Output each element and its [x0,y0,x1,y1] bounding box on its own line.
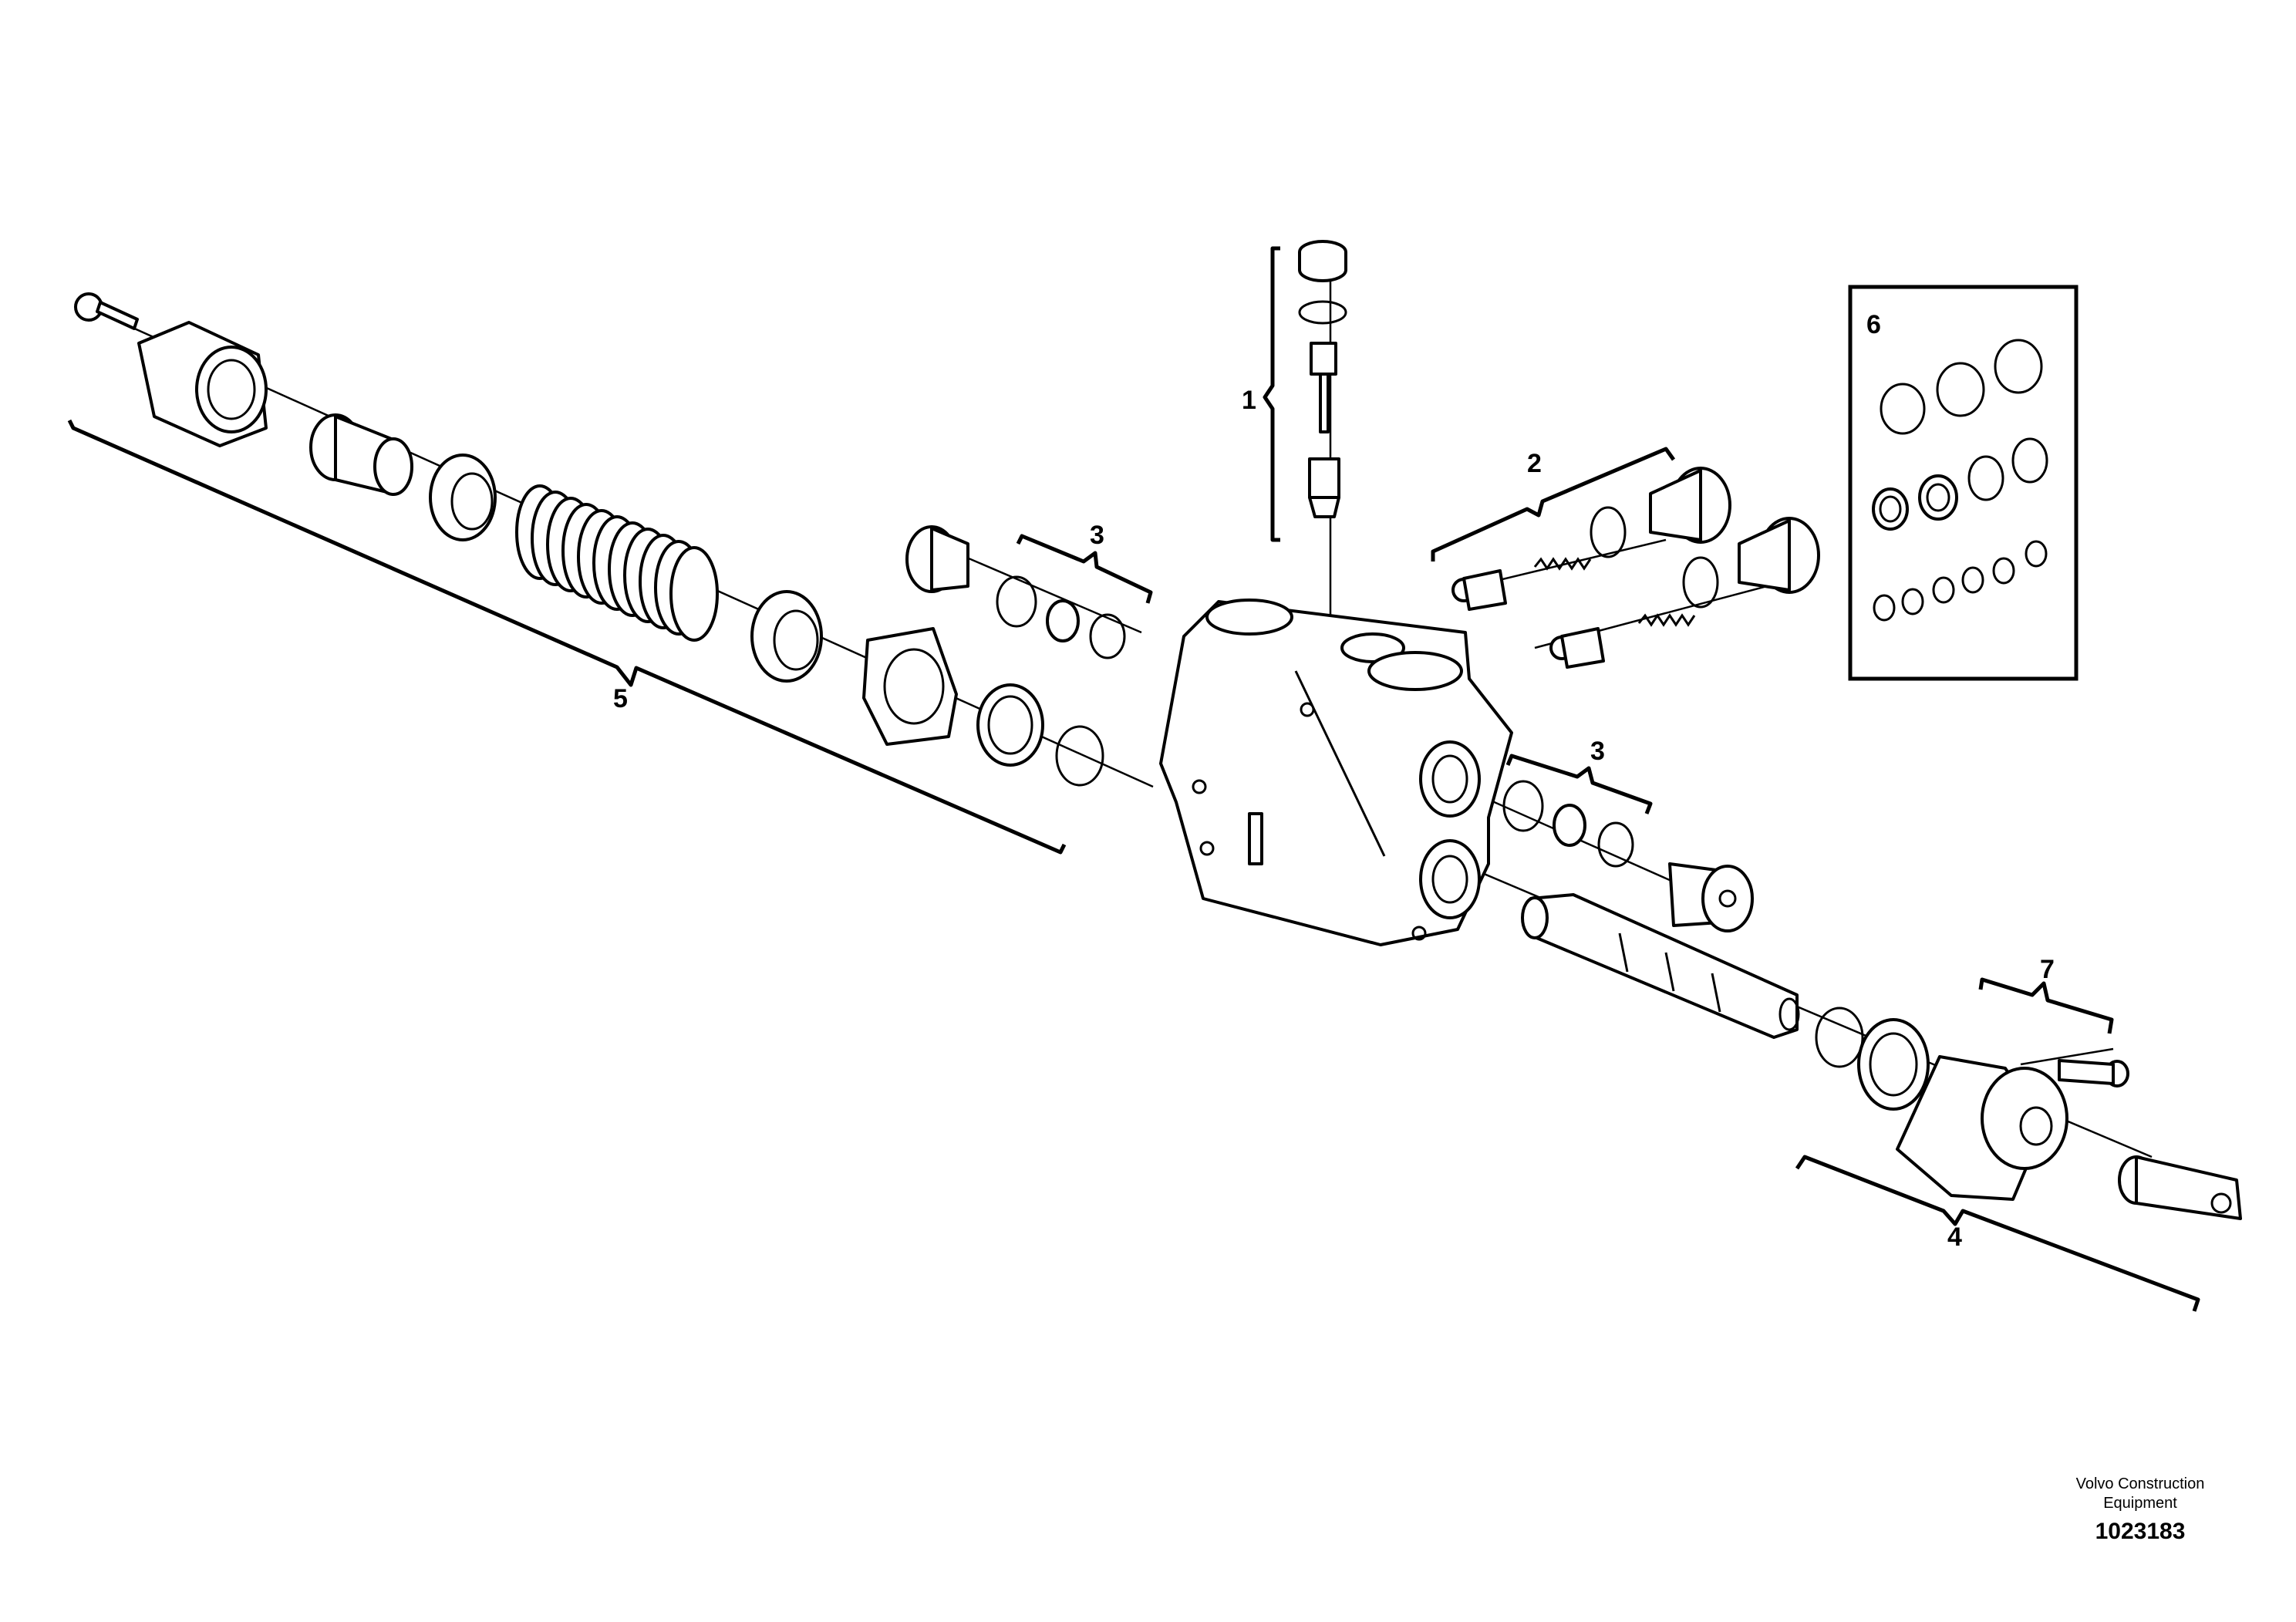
spring [515,484,719,642]
bracket-3a [1016,534,1153,604]
spring-coil [669,546,719,642]
bracket-2 [1431,447,1676,561]
o-ring-3b-1 [1502,780,1544,832]
o-ring-left [1055,725,1104,787]
spring-2a [1533,557,1592,571]
flange-plate-left [862,627,958,746]
callout-3-right: 3 [1590,737,1605,766]
cap-1 [1298,240,1347,282]
spring-seat-2 [750,590,823,683]
bracket-5 [67,419,1067,855]
callout-7: 7 [2040,955,2055,984]
plug-assembly-3a [905,525,1126,659]
callout-6: 6 [1866,310,1881,339]
seal-ring-left [976,683,1044,767]
o-ring-3b-2 [1597,821,1634,868]
bracket-3b [1505,754,1653,814]
backup-ring-3a [1046,599,1080,642]
plug-2a [1649,467,1731,544]
callout-3-upper: 3 [1090,521,1104,550]
poppet-2a [1451,569,1507,611]
o-ring-3a-2 [1089,613,1126,659]
callout-5: 5 [613,684,628,713]
threaded-plug-left [309,413,413,496]
callout-2: 2 [1527,449,1542,478]
spring-2b [1637,613,1696,627]
plug-3a [905,525,969,593]
clevis-4 [2118,1155,2242,1220]
bolt-left [74,292,139,330]
o-ring-4 [1815,1007,1864,1068]
callout-4: 4 [1947,1222,1962,1252]
end-cover-4 [1896,1055,2068,1201]
valve-body [1159,599,1513,946]
end-cap-left [137,321,268,447]
callout-1: 1 [1242,386,1256,415]
o-ring-3a-1 [996,575,1037,628]
credit-line-2: Equipment [2103,1495,2177,1512]
spring-seat-1 [429,454,497,541]
spool [1521,893,1800,1039]
group-brackets [67,246,2200,1312]
bolt-7 [2058,1059,2129,1088]
alignment-lines [115,255,2153,1158]
o-ring-1 [1298,300,1347,325]
check-valve-group-2 [1451,467,1820,669]
end-cover-assembly-4 [1815,1007,2242,1220]
o-ring-2a [1590,506,1627,558]
credit-block: Volvo Construction Equipment 1023183 [2076,1475,2205,1544]
bracket-7 [1978,977,2114,1034]
plug-3b [1668,862,1754,932]
poppet-2b [1549,627,1605,669]
o-ring-2b [1682,556,1719,609]
credit-line-1: Volvo Construction [2076,1475,2205,1492]
relief-valve-stack-1 [1298,240,1347,518]
bracket-1 [1263,246,1280,542]
plug-2b [1738,517,1820,594]
backup-ring-3b [1553,804,1586,847]
callout-labels: 1 2 3 3 4 5 6 7 [613,310,2055,1252]
drawing-number: 1023183 [2095,1519,2186,1544]
seat-1 [1308,457,1340,518]
bracket-4 [1795,1155,2200,1312]
seal-kit-box-6 [1848,285,2079,681]
poppet-1 [1310,342,1337,433]
plug-assembly-3b [1502,780,1754,932]
left-cover-assembly [74,292,1104,787]
seal-4 [1857,1018,1930,1111]
